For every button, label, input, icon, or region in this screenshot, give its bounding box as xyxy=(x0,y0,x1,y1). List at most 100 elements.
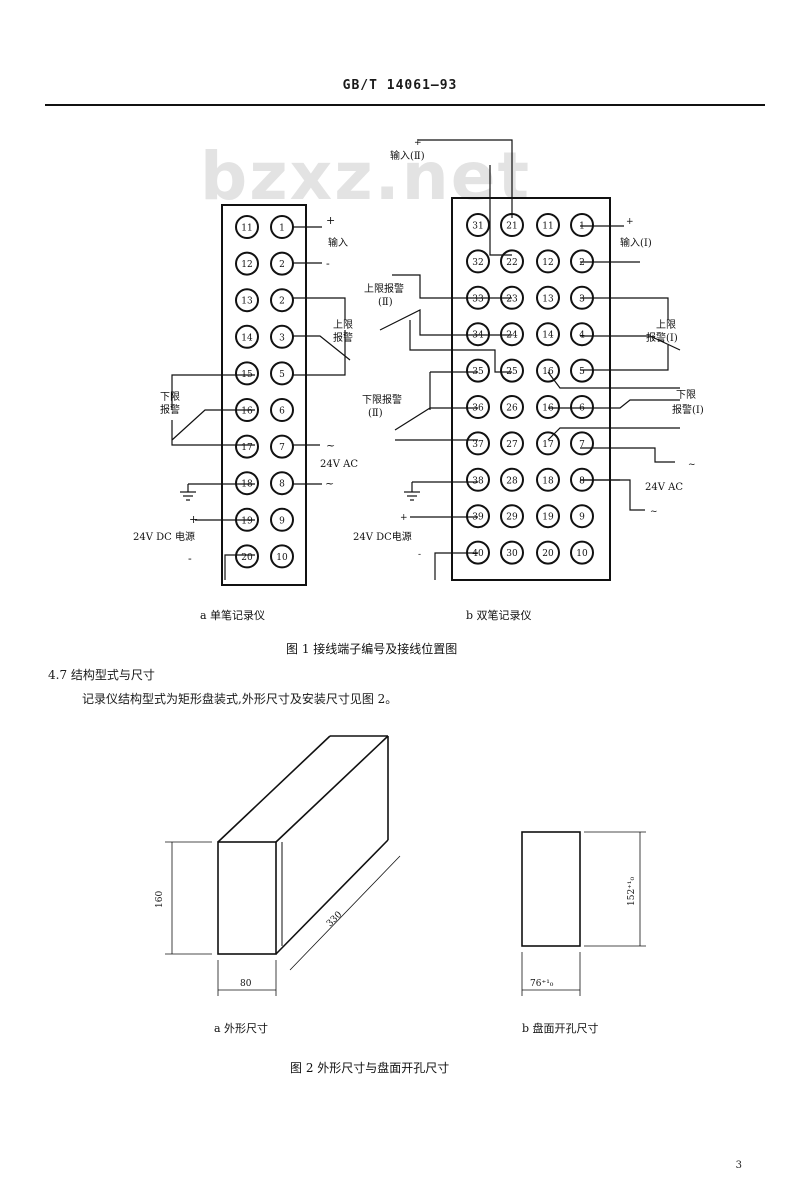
terminal-circle xyxy=(500,358,524,383)
terminal-circle xyxy=(235,215,259,239)
terminal-number: 32 xyxy=(472,258,483,268)
input-1-label: 输入(Ⅰ) xyxy=(620,236,652,249)
terminal-number: 14 xyxy=(241,333,253,343)
section-heading: 4.7 结构型式与尺寸 xyxy=(48,668,155,682)
terminal-circle xyxy=(466,395,490,419)
page-number: 3 xyxy=(735,1160,742,1171)
terminal-number: 13 xyxy=(241,297,253,307)
terminal-circle xyxy=(570,504,594,529)
terminal-circle xyxy=(536,358,560,383)
terminal-number: 9 xyxy=(579,513,585,523)
terminal-circle xyxy=(536,213,560,237)
terminal-number: 6 xyxy=(279,407,285,417)
header-rule xyxy=(45,104,765,106)
upper-alarm-2-label-line1: 上限报警 xyxy=(364,282,404,295)
single-pen-wiring xyxy=(171,226,351,580)
terminal-number: 30 xyxy=(506,549,518,559)
terminal-number: 8 xyxy=(579,476,585,486)
terminal-circle xyxy=(536,249,560,274)
terminal-number: 12 xyxy=(241,260,252,270)
terminal-number: 38 xyxy=(472,476,484,486)
terminal-number: 2 xyxy=(579,258,585,268)
terminal-circle xyxy=(270,544,294,569)
terminal-circle xyxy=(235,288,259,313)
housing-dimension-lines xyxy=(165,841,401,996)
terminal-number: 36 xyxy=(472,404,484,414)
section-body-text: 记录仪结构型式为矩形盘装式,外形尺寸及安装尺寸见图 2。 xyxy=(82,692,398,706)
terminal-number: 1 xyxy=(279,224,285,234)
terminal-circle xyxy=(270,288,294,313)
dual-pen-terminals: 3132333435363738394021222324252627282930… xyxy=(466,213,594,565)
dc-supply-label-2: 24V DC电源 xyxy=(353,530,412,543)
lower-alarm-2-label-line1: 下限报警 xyxy=(362,393,402,406)
single-pen-terminal-block xyxy=(221,204,307,586)
terminal-number: 34 xyxy=(472,331,484,341)
dim-height-label: 160 xyxy=(155,891,165,908)
terminal-circle xyxy=(235,471,259,496)
terminal-circle xyxy=(536,285,560,310)
upper-alarm-label-line1: 上限 xyxy=(333,319,353,331)
svg-text:-: - xyxy=(418,550,421,560)
terminal-circle xyxy=(500,431,524,456)
terminal-number: 31 xyxy=(472,222,483,232)
cutout-height-label: 152⁺¹₀ xyxy=(627,876,637,906)
terminal-circle xyxy=(536,395,560,419)
figure-2-dimensions: 160 330 80 152⁺¹₀ 76⁺¹₀ a 外形尺寸 b 盘面开孔尺寸 … xyxy=(155,735,646,1075)
terminal-number: 18 xyxy=(542,476,554,486)
terminal-number: 12 xyxy=(542,258,553,268)
cutout-dimension-lines xyxy=(521,831,646,996)
terminal-number: 2 xyxy=(279,297,285,307)
terminal-number: 7 xyxy=(279,443,285,453)
terminal-circle xyxy=(536,504,560,529)
terminal-number: 33 xyxy=(472,294,484,304)
svg-text:-: - xyxy=(188,552,192,565)
upper-alarm-1-label-line2: 报警(Ⅰ) xyxy=(646,331,678,344)
terminal-number: 21 xyxy=(506,222,517,232)
terminal-number: 19 xyxy=(241,516,253,526)
terminal-circle xyxy=(466,504,490,529)
svg-text:~: ~ xyxy=(650,507,658,517)
terminal-circle xyxy=(270,471,294,496)
svg-text:~: ~ xyxy=(326,439,335,452)
terminal-circle xyxy=(570,431,594,456)
dim-width-label: 80 xyxy=(240,979,252,989)
lower-alarm-1-label-line1: 下限 xyxy=(676,389,696,401)
terminal-number: 3 xyxy=(579,294,585,304)
cutout-width-label: 76⁺¹₀ xyxy=(530,979,554,989)
terminal-number: 17 xyxy=(542,440,554,450)
input-2-label: 输入(Ⅱ) xyxy=(390,149,425,162)
upper-alarm-label-line2: 报警 xyxy=(333,331,353,344)
terminal-number: 2 xyxy=(279,260,285,270)
terminal-circle xyxy=(466,322,490,347)
upper-alarm-2-label-line2: (Ⅱ) xyxy=(378,297,393,308)
terminal-circle xyxy=(570,395,594,419)
terminal-number: 10 xyxy=(276,553,288,563)
upper-alarm-1-label-line1: 上限 xyxy=(656,319,676,331)
terminal-circle xyxy=(500,249,524,274)
caption-outline: a 外形尺寸 xyxy=(214,1021,268,1035)
terminal-number: 3 xyxy=(279,333,285,343)
dual-pen-wiring xyxy=(379,139,681,580)
terminal-number: 11 xyxy=(241,224,252,234)
terminal-circle xyxy=(466,431,490,456)
terminal-circle xyxy=(536,431,560,456)
terminal-number: 5 xyxy=(579,367,585,377)
terminal-number: 18 xyxy=(241,480,253,490)
terminal-circle xyxy=(536,322,560,347)
terminal-number: 20 xyxy=(241,553,253,563)
svg-text:-: - xyxy=(326,257,330,270)
caption-dual-pen: b 双笔记录仪 xyxy=(466,608,532,622)
terminal-number: 23 xyxy=(506,294,518,304)
terminal-number: 39 xyxy=(472,513,484,523)
terminal-circle xyxy=(570,322,594,347)
terminal-number: 11 xyxy=(542,222,553,232)
terminal-circle xyxy=(500,540,524,565)
terminal-circle xyxy=(466,249,490,274)
figure-2-caption: 图 2 外形尺寸与盘面开孔尺寸 xyxy=(290,1060,449,1075)
terminal-circle xyxy=(570,540,594,565)
svg-text:~: ~ xyxy=(688,460,696,470)
figure-1-caption: 图 1 接线端子编号及接线位置图 xyxy=(286,641,457,656)
terminal-number: 22 xyxy=(506,258,517,268)
